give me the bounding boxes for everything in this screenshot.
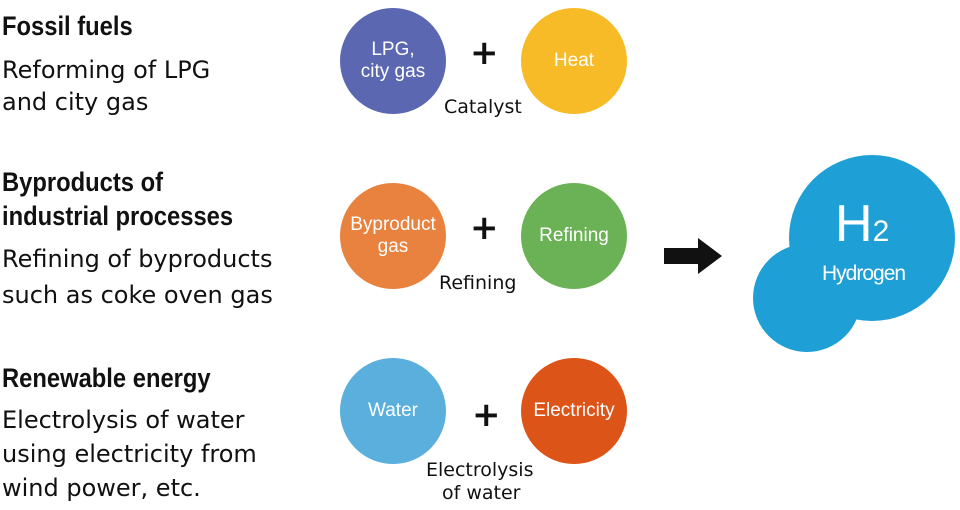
process-label: Refining [439,272,517,294]
byproduct-gas-circle: Byproduct gas [340,183,446,289]
process-label: Catalyst [444,96,522,118]
refining-circle: Refining [521,183,627,289]
heading-fossil-fuels: Fossil fuels [2,11,133,41]
desc-line: using electricity from [2,440,257,468]
plus-sign: + [472,395,501,435]
desc-line: Refining of byproducts [2,245,273,273]
plus-sign: + [470,33,499,73]
hydrogen-bubble-large [789,155,955,321]
desc-line: wind power, etc. [2,474,201,502]
electricity-circle: Electricity [521,358,627,464]
heading-byproducts-2: industrial processes [2,201,234,231]
desc-line: Electrolysis of water [2,406,245,434]
arrow-right-icon [664,238,722,274]
h2-symbol: H2 [835,195,890,253]
heading-byproducts: Byproducts of [2,167,164,197]
heat-circle: Heat [521,8,627,114]
process-label: of water [442,482,521,504]
hydrogen-label: Hydrogen [822,262,906,285]
desc-line: such as coke oven gas [2,281,273,309]
water-circle: Water [340,358,446,464]
plus-sign: + [470,208,499,248]
lpg-circle: LPG, city gas [340,8,446,114]
desc-line: Reforming of LPG [2,56,211,84]
heading-renewable-energy: Renewable energy [2,363,211,393]
desc-line: and city gas [2,88,149,116]
process-label: Electrolysis [426,459,534,481]
